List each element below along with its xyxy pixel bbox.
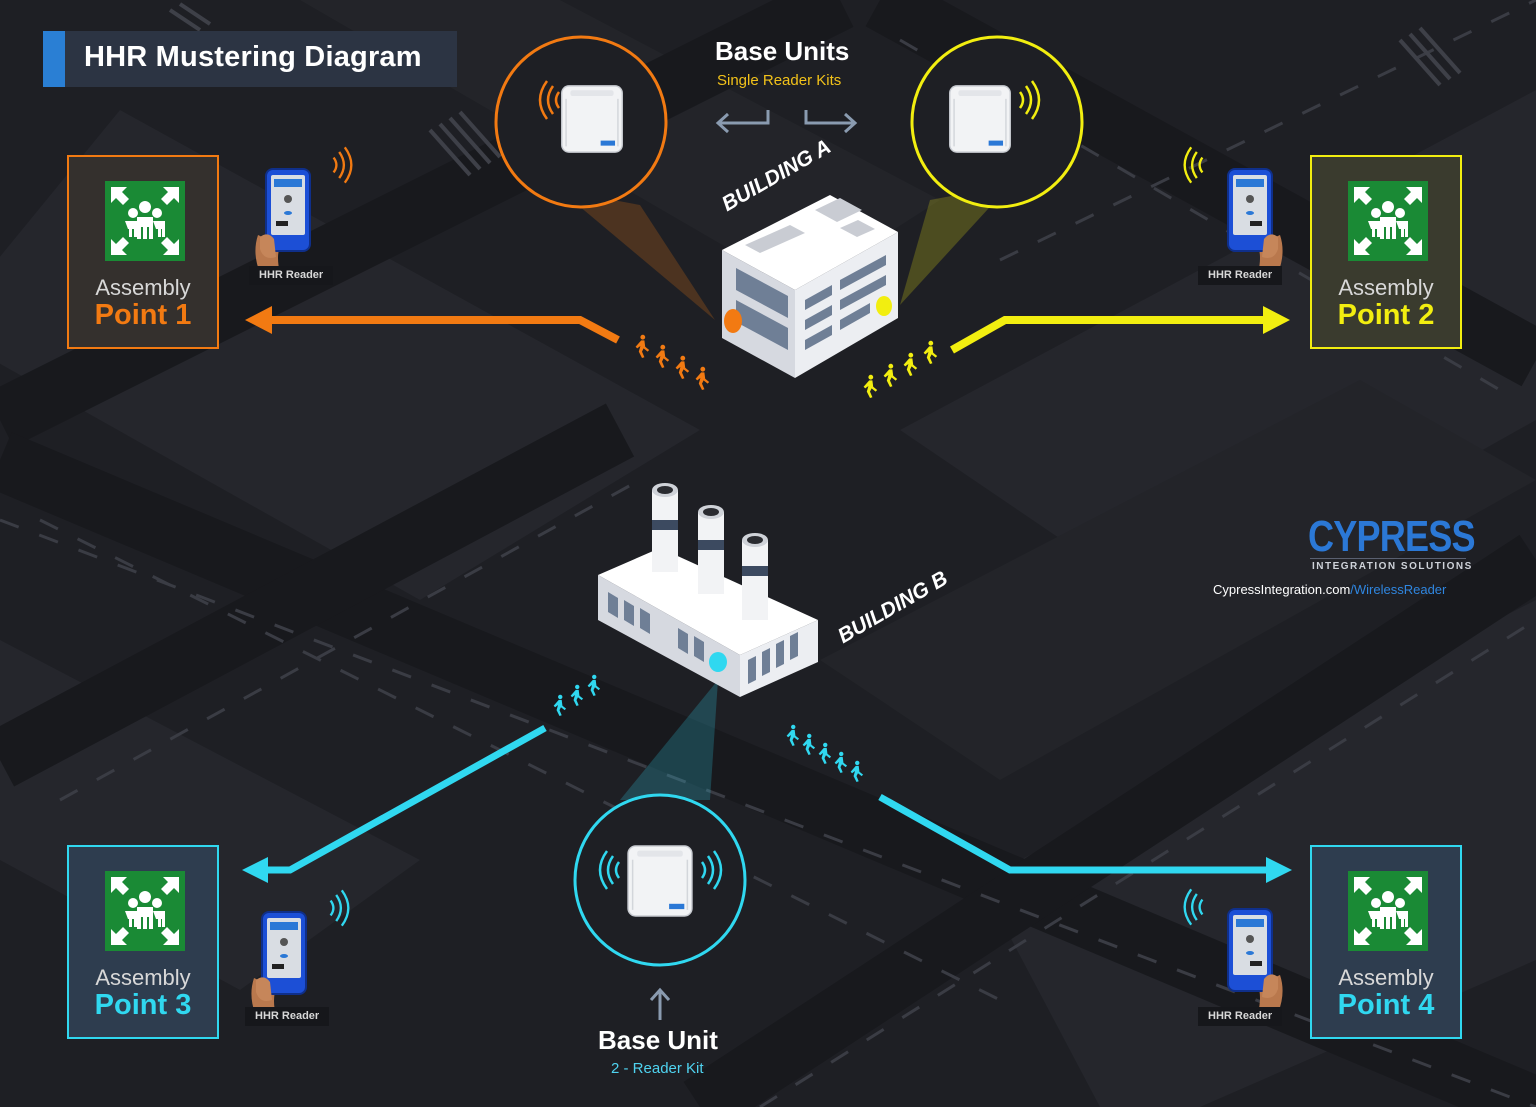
hhr-reader-label: HHR Reader bbox=[249, 266, 334, 285]
base-unit-cyan bbox=[573, 793, 747, 967]
assembly-point-icon bbox=[1348, 871, 1428, 951]
hhr-reader-label: HHR Reader bbox=[1198, 1007, 1283, 1026]
assembly-word: Assembly bbox=[95, 275, 191, 300]
route-arrow-point-1 bbox=[245, 306, 620, 344]
arrow-left-icon bbox=[715, 110, 770, 134]
route-arrow-point-3 bbox=[242, 724, 547, 883]
arrow-right-icon bbox=[804, 110, 858, 134]
base-unit-yellow bbox=[910, 35, 1084, 209]
assembly-point-label: Point 3 bbox=[94, 989, 192, 1021]
assembly-point-icon bbox=[105, 181, 185, 261]
title-accent-bar bbox=[43, 31, 65, 87]
crosswalk bbox=[168, 2, 1462, 177]
office-building-icon bbox=[722, 195, 898, 378]
base-unit-icon bbox=[627, 845, 693, 917]
page-title: HHR Mustering Diagram bbox=[84, 41, 422, 73]
base-unit-title: Base Unit bbox=[598, 1025, 718, 1055]
assembly-point-3: Assembly Point 3 bbox=[67, 845, 219, 1039]
assembly-point-icon bbox=[105, 871, 185, 951]
brand-divider bbox=[1310, 558, 1466, 559]
assembly-point-label: Point 2 bbox=[1337, 299, 1435, 331]
brand-url-domain: CypressIntegration.com bbox=[1213, 582, 1351, 597]
assembly-word: Assembly bbox=[1338, 965, 1434, 990]
cyan-beam bbox=[620, 680, 718, 800]
route-arrow-point-4 bbox=[878, 793, 1292, 883]
yellow-beam bbox=[900, 185, 1010, 305]
factory-icon bbox=[598, 483, 818, 697]
assembly-point-4: Assembly Point 4 bbox=[1310, 845, 1462, 1039]
assembly-point-label: Point 4 bbox=[1337, 989, 1435, 1021]
arrow-up-icon bbox=[649, 987, 671, 1020]
base-unit-icon bbox=[948, 85, 1012, 153]
hhr-reader-label: HHR Reader bbox=[1198, 266, 1283, 285]
assembly-word: Assembly bbox=[1338, 275, 1434, 300]
brand-tagline: INTEGRATION SOLUTIONS bbox=[1312, 561, 1473, 572]
base-units-subtitle: Single Reader Kits bbox=[717, 72, 842, 89]
assembly-point-2: Assembly Point 2 bbox=[1310, 155, 1462, 349]
base-unit-subtitle: 2 - Reader Kit bbox=[611, 1060, 704, 1077]
assembly-point-1: Assembly Point 1 bbox=[67, 155, 219, 349]
base-unit-orange bbox=[494, 35, 668, 209]
brand-url-path: /WirelessReader bbox=[1350, 582, 1447, 597]
brand-logo: CYPRESS bbox=[1308, 512, 1476, 561]
assembly-point-icon bbox=[1348, 181, 1428, 261]
assembly-word: Assembly bbox=[95, 965, 191, 990]
orange-beam bbox=[560, 190, 715, 320]
base-units-title: Base Units bbox=[715, 36, 850, 66]
assembly-point-label: Point 1 bbox=[94, 299, 192, 331]
hhr-reader-label: HHR Reader bbox=[245, 1007, 330, 1026]
title-box bbox=[43, 31, 457, 87]
base-unit-icon bbox=[560, 85, 624, 153]
route-arrow-point-2 bbox=[950, 306, 1290, 354]
brand-url[interactable]: CypressIntegration.com/WirelessReader bbox=[1213, 582, 1446, 597]
